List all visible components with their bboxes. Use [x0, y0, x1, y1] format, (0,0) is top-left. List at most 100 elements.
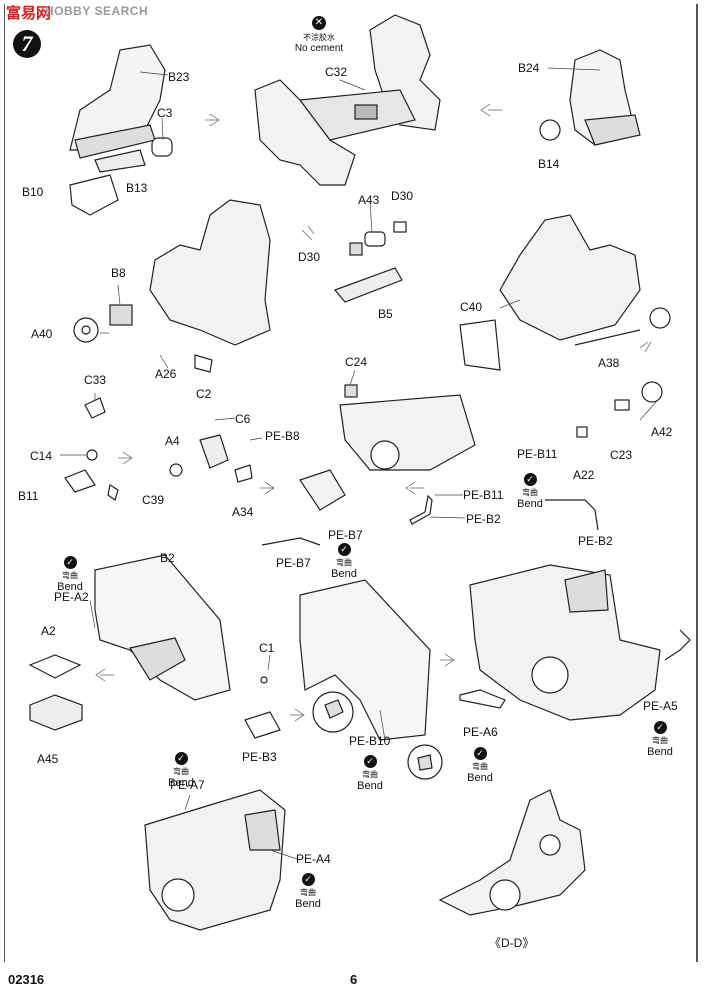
label-b10: B10 — [22, 185, 44, 199]
label-a34: A34 — [232, 505, 254, 519]
section-label-dd: 《D-D》 — [489, 936, 535, 950]
watermark-site: HOBBY SEARCH — [45, 4, 149, 18]
check-icon: ✓ — [363, 755, 377, 768]
label-c14: C14 — [30, 449, 53, 463]
label-c39: C39 — [142, 493, 165, 507]
label-b2: B2 — [160, 551, 175, 565]
page-number: 6 — [350, 972, 358, 987]
label-d30-top: D30 — [391, 189, 414, 203]
label-pe-a4: PE-A4 — [296, 852, 331, 866]
label-c33: C33 — [84, 373, 107, 387]
label-c6: C6 — [235, 412, 251, 426]
check-icon: ✓ — [174, 752, 188, 765]
plate-b2-drawing — [28, 554, 231, 731]
label-a4: A4 — [165, 434, 180, 448]
label-pe-b3: PE-B3 — [242, 750, 277, 764]
bend-en: Bend — [168, 777, 194, 789]
no-cement-note: ✕ 不涂胶水 No cement — [284, 16, 354, 54]
pe-b7-bend-diagram — [261, 537, 321, 546]
label-a42: A42 — [651, 425, 673, 439]
bend-en: Bend — [57, 581, 83, 593]
assembly-row4-right-drawing — [459, 564, 691, 721]
label-a43: A43 — [358, 193, 380, 207]
check-icon: ✓ — [63, 556, 77, 569]
label-pe-b10: PE-B10 — [349, 734, 391, 748]
label-pe-a6: PE-A6 — [463, 725, 498, 739]
bend-cn: 弯曲 — [336, 558, 352, 567]
label-a40: A40 — [31, 327, 53, 341]
label-pe-b7-line: PE-B7 — [276, 556, 311, 570]
bend-cn: 弯曲 — [300, 888, 316, 897]
label-b23: B23 — [168, 70, 190, 84]
no-cement-icon: ✕ — [312, 16, 326, 30]
no-cement-en: No cement — [294, 43, 344, 54]
check-icon: ✓ — [337, 543, 351, 556]
label-c3: C3 — [157, 106, 173, 120]
label-b24: B24 — [518, 61, 540, 75]
label-c24: C24 — [345, 355, 368, 369]
bend-note-pe-a6: ✓ 弯曲 Bend — [450, 747, 510, 784]
label-c40: C40 — [460, 300, 483, 314]
label-d30-left: D30 — [298, 250, 321, 264]
label-a2: A2 — [41, 624, 56, 638]
check-icon: ✓ — [473, 747, 487, 760]
label-c32: C32 — [325, 65, 348, 79]
section-view-dd-drawing — [438, 789, 586, 916]
assembly-row2-left-drawing — [73, 199, 271, 373]
label-pe-b7-top: PE-B7 — [328, 528, 363, 542]
bend-cn: 弯曲 — [173, 767, 189, 776]
assembly-row5-left-drawing — [144, 789, 286, 931]
bend-note-pe-b11: ✓ 弯曲 Bend — [500, 473, 560, 510]
bend-en: Bend — [467, 772, 493, 784]
label-pe-a5: PE-A5 — [643, 699, 678, 713]
bend-en: Bend — [331, 568, 357, 580]
label-a38: A38 — [598, 356, 620, 370]
label-c1: C1 — [259, 641, 275, 655]
frame-assembly-center-drawing — [254, 14, 441, 186]
bend-cn: 弯曲 — [362, 770, 378, 779]
bend-en: Bend — [295, 898, 321, 910]
bend-note-pe-b7: ✓ 弯曲 Bend — [314, 543, 374, 580]
check-icon: ✓ — [301, 873, 315, 886]
bend-cn: 弯曲 — [652, 736, 668, 745]
label-a26: A26 — [155, 367, 177, 381]
label-pe-b2-part: PE-B2 — [466, 512, 501, 526]
bend-cn: 弯曲 — [522, 488, 538, 497]
check-icon: ✓ — [653, 721, 667, 734]
label-pe-a7: PE-A7 — [170, 778, 205, 792]
bend-note-pe-a2: ✓ 弯曲 Bend — [40, 556, 100, 593]
bend-cn: 弯曲 — [62, 571, 78, 580]
label-pe-b2-diag: PE-B2 — [578, 534, 613, 548]
no-cement-cn: 不涂胶水 — [303, 33, 335, 42]
label-c2: C2 — [196, 387, 212, 401]
label-pe-b11-part: PE-B11 — [463, 488, 504, 502]
check-icon: ✓ — [523, 473, 537, 486]
step-number: 7 — [13, 30, 41, 58]
bracket-b24-drawing — [539, 49, 641, 146]
parts-row3-drawing — [64, 381, 663, 525]
bend-note-pe-a4: ✓ 弯曲 Bend — [278, 873, 338, 910]
label-b5: B5 — [378, 307, 393, 321]
footer-code: 02316 — [8, 972, 45, 987]
label-c23: C23 — [610, 448, 633, 462]
label-a22: A22 — [573, 468, 595, 482]
plate-center-drawing — [244, 579, 443, 780]
label-pe-b8: PE-B8 — [265, 429, 300, 443]
label-pe-b11-diag: PE-B11 — [517, 447, 558, 461]
label-b8: B8 — [111, 266, 126, 280]
subpart-a43-drawing — [333, 221, 407, 303]
bend-en: Bend — [517, 498, 543, 510]
bend-en: Bend — [647, 746, 673, 758]
pe-b11-bend-diagram — [545, 499, 599, 531]
label-b11: B11 — [18, 489, 39, 503]
assembly-row2-right-drawing — [459, 214, 671, 371]
bend-note-pe-a5: ✓ 弯曲 Bend — [630, 721, 690, 758]
label-b14: B14 — [538, 157, 560, 171]
label-a45: A45 — [37, 752, 59, 766]
bend-note-pe-b10: ✓ 弯曲 Bend — [340, 755, 400, 792]
watermark-brand: 富易网 — [6, 5, 52, 22]
label-b13: B13 — [126, 181, 148, 195]
watermark: 富易网 HOBBY SEARCH — [0, 0, 150, 22]
